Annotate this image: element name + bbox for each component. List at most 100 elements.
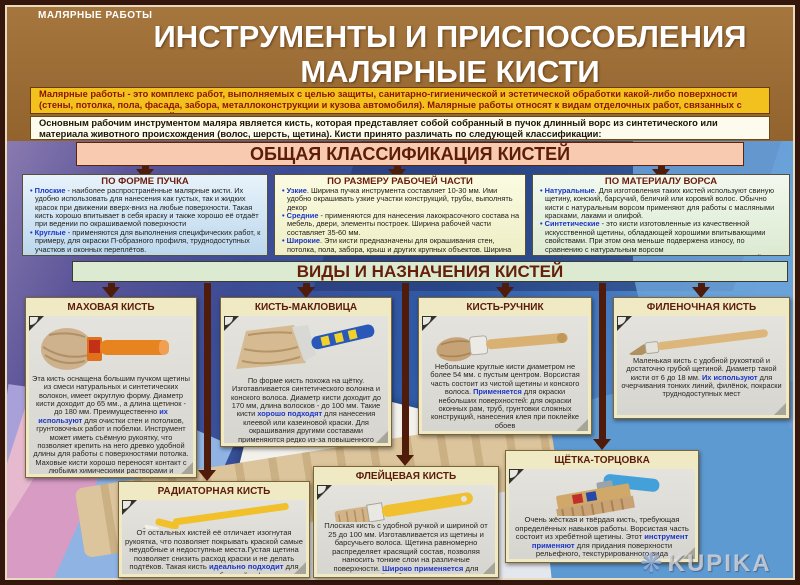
classification-bullet: Средние - применяются для нанесения лако… [280, 211, 520, 237]
page-curl-icon [376, 431, 388, 443]
bullet-lead: Комбинированные [545, 253, 614, 255]
classification-bullet: Комбинированные. В таких кистях использу… [538, 253, 784, 255]
fleitsevaya-brush-image [320, 486, 492, 522]
arrow-down-icon [496, 283, 514, 298]
corner-label: МАЛЯРНЫЕ РАБОТЫ [38, 10, 153, 21]
desc-highlight: инструмент применяют [531, 532, 689, 550]
desc-highlight: их используют [38, 407, 168, 425]
card-body: Маленькая кисть с удобной рукояткой и до… [617, 316, 786, 415]
desc-text: для окраски небольших поверхностей: для … [430, 387, 580, 430]
desc-text: По форме кисть похожа на щётку. Изготавл… [230, 376, 382, 419]
page-curl-icon [122, 500, 137, 515]
card-description: По форме кисть похожа на щётку. Изготавл… [227, 376, 385, 443]
desc-text: Эта кисть оснащена большим пучком щетины… [32, 374, 190, 417]
bullet-lead: Узкие [286, 186, 307, 195]
desc-highlight: Широко применяется [382, 563, 464, 573]
arrow-down-icon [297, 283, 315, 298]
card-description: Небольшие круглые кисти диаметром не бол… [425, 362, 585, 430]
card-body: Плоская кисть с удобной ручкой и шириной… [317, 485, 495, 574]
page-curl-icon [774, 403, 786, 415]
desc-text: От остальных кистей её отличает изогнута… [125, 528, 303, 572]
kupika-watermark: ❋ KUPIKA [640, 548, 772, 579]
filenochnaya-brush-image [620, 317, 783, 357]
intro-box: Основным рабочим инструментом маляра явл… [30, 116, 770, 140]
bullet-lead: Средние [286, 211, 319, 221]
classification-bullet: Натуральные. Для изготовления таких кист… [538, 186, 784, 220]
radiatornaya-brush-image [125, 501, 303, 529]
page-curl-icon [422, 316, 437, 331]
definition-box: Малярные работы - это комплекс работ, вы… [30, 87, 770, 114]
classification-box-material: ПО МАТЕРИАЛУ ВОРСА Натуральные. Для изго… [532, 174, 790, 256]
bullet-text: - применяются для нанесения лакокрасочно… [287, 211, 520, 237]
page-curl-icon [294, 562, 306, 574]
card-title: ЩЁТКА-ТОРЦОВКА [554, 455, 650, 466]
desc-text: Очень жёсткая и твёрдая кисть, требующая… [515, 515, 689, 542]
page-curl-icon [317, 485, 332, 500]
card-description: От остальных кистей её отличает изогнута… [125, 528, 303, 574]
poster-title-line1: ИНСТРУМЕНТЫ И ПРИСПОСОБЛЕНИЯ [153, 19, 747, 54]
bullet-text: - наиболее распространённые малярные кис… [35, 186, 259, 229]
classification-bullet: Круглые - применяются для выполнения спе… [28, 228, 262, 254]
card-filenochnaya: ФИЛЕНОЧНАЯ КИСТЬ Маленькая кисть с удобн… [613, 297, 790, 419]
card-body: Очень жёсткая и твёрдая кисть, требующая… [509, 469, 695, 559]
card-body: От остальных кистей её отличает изогнута… [122, 500, 306, 574]
classification-bullet: Плоские - наиболее распространённые маля… [28, 186, 262, 229]
poster-title-line2: МАЛЯРНЫЕ КИСТИ [300, 53, 600, 89]
arrow-down-icon [102, 283, 120, 298]
card-makhovaya: МАХОВАЯ КИСТЬ Эта кисть оснащена большим… [25, 297, 197, 478]
card-torcovka: ЩЁТКА-ТОРЦОВКА Очень жёсткая и твёрда [505, 450, 699, 563]
page-curl-icon [509, 469, 524, 484]
poster-title: ИНСТРУМЕНТЫ И ПРИСПОСОБЛЕНИЯ МАЛЯРНЫЕ КИ… [110, 19, 790, 89]
desc-text: Маленькая кисть с удобной рукояткой и до… [626, 356, 777, 382]
bullet-text: - это кисти изготовленные из качественно… [545, 219, 766, 254]
page-curl-icon [683, 547, 695, 559]
desc-highlight: идеально подходит [208, 562, 284, 572]
card-title: ФИЛЕНОЧНАЯ КИСТЬ [646, 302, 757, 313]
arrow-down-long-icon [396, 283, 414, 466]
card-title: РАДИАТОРНАЯ КИСТЬ [157, 486, 271, 497]
card-body: По форме кисть похожа на щётку. Изготавл… [224, 316, 388, 443]
desc-text: Небольшие круглые кисти диаметром не бол… [430, 362, 580, 397]
card-fleitsevaya: ФЛЕЙЦЕВАЯ КИСТЬ Плоская кисть с удобной … [313, 466, 499, 578]
card-body: Небольшие круглые кисти диаметром не бол… [422, 316, 588, 431]
makhovaya-brush-image [32, 317, 190, 375]
page-curl-icon [483, 562, 495, 574]
desc-text: для покрытия краской любых ровных поверх… [322, 563, 489, 574]
maklovitsa-brush-image [227, 317, 385, 377]
arrow-down-long-icon [593, 283, 611, 450]
desc-text: для нанесения клеевой или казеиновой кра… [238, 409, 376, 443]
page-curl-icon [29, 316, 44, 331]
desc-text: для очистки стен и потолков, грунтовочны… [33, 415, 189, 474]
classification-bullet: Узкие. Ширина пучка инструмента составля… [280, 186, 520, 212]
classification-box-shape: ПО ФОРМЕ ПУЧКА Плоские - наиболее распро… [22, 174, 268, 256]
card-description: Маленькая кисть с удобной рукояткой и до… [620, 356, 783, 399]
snowflake-icon: ❋ [640, 548, 663, 578]
card-description: Очень жёсткая и твёрдая кисть, требующая… [512, 515, 692, 559]
card-ruchnik: КИСТЬ-РУЧНИК Небольшие круглые кисти диа… [418, 297, 592, 435]
bullet-lead: Широкие [286, 236, 321, 246]
card-maklovitsa: КИСТЬ-МАКЛОВИЦА По форме кисть похожа на… [220, 297, 392, 447]
torcovka-brush-image [512, 470, 692, 516]
bullet-text: . Эти кисти предназначены для окрашивани… [287, 236, 512, 255]
desc-text: для очерчивания тонких линий, филёнок, п… [621, 372, 782, 399]
card-title: МАХОВАЯ КИСТЬ [67, 302, 155, 313]
desc-highlight: Их используют [702, 372, 758, 382]
classification-box-title: ПО ФОРМЕ ПУЧКА [101, 176, 189, 187]
card-radiatornaya: РАДИАТОРНАЯ КИСТЬ От остальных кистей её… [118, 481, 310, 578]
types-header: ВИДЫ И НАЗНАЧЕНИЯ КИСТЕЙ [72, 261, 788, 282]
desc-text: Плоская кисть с удобной ручкой и шириной… [324, 521, 488, 573]
page-curl-icon [181, 462, 193, 474]
bullet-lead: Натуральные [544, 186, 595, 195]
page-curl-icon [224, 316, 239, 331]
page-curl-icon [617, 316, 632, 331]
page-curl-icon [576, 419, 588, 431]
bullet-lead: Синтетические [544, 219, 600, 229]
card-title: ФЛЕЙЦЕВАЯ КИСТЬ [355, 471, 457, 482]
classification-bullet: Синтетические - это кисти изготовленные … [538, 220, 784, 253]
watermark-text: KUPIKA [667, 549, 772, 577]
classification-header: ОБЩАЯ КЛАССИФИКАЦИЯ КИСТЕЙ [76, 142, 744, 166]
bullet-lead: Плоские [34, 186, 66, 195]
classification-box-title: ПО РАЗМЕРУ РАБОЧЕЙ ЧАСТИ [327, 176, 473, 187]
classification-bullet: Широкие. Эти кисти предназначены для окр… [280, 236, 520, 255]
arrow-down-icon [692, 283, 710, 298]
